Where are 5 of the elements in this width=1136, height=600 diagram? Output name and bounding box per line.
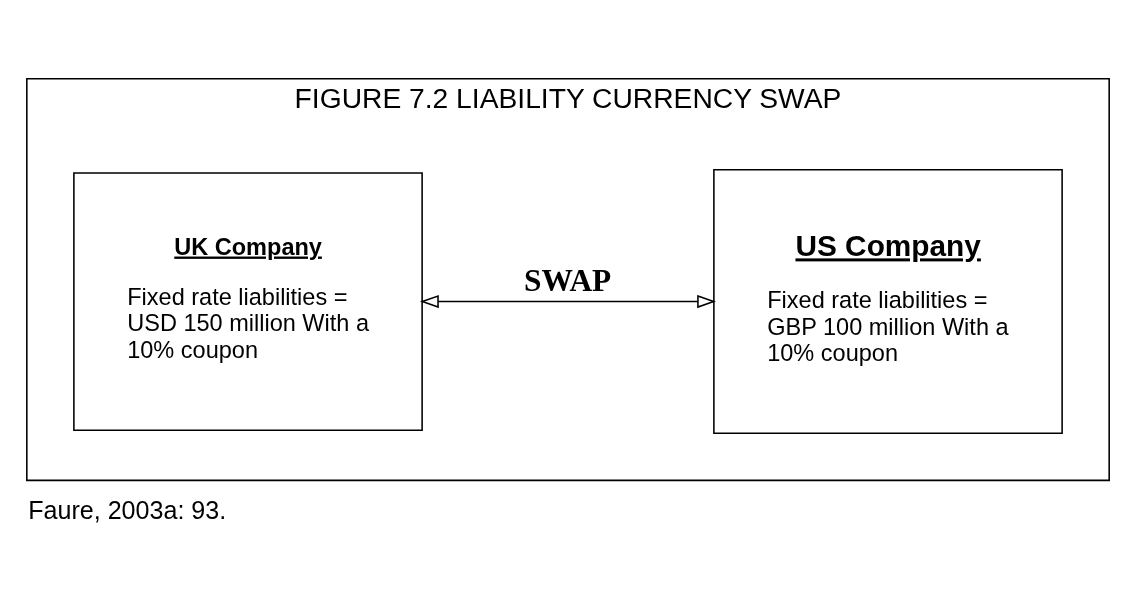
arrow xyxy=(419,294,716,309)
node-box: UK Company Fixed rate liabilities = USD 150 million With a 10% coupon xyxy=(73,172,423,431)
node-box: US Company Fixed rate liabilities = GBP 100 million With a 10% coupon xyxy=(713,169,1063,435)
caption: Faure, 2003a: 93. xyxy=(28,496,227,525)
edge-label: SWAP xyxy=(524,262,612,298)
